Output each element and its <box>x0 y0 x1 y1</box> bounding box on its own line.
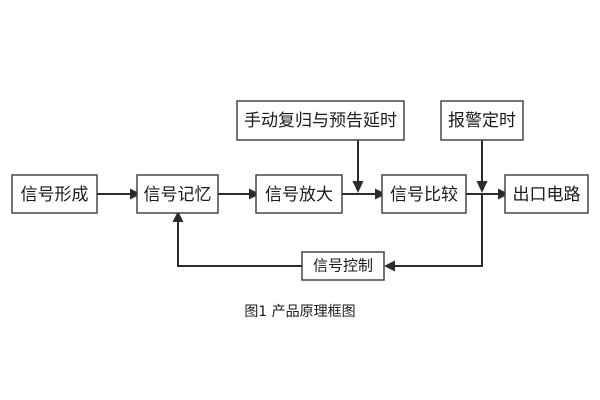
node-signal-memory[interactable]: 信号记忆 <box>136 174 219 214</box>
node-box[interactable] <box>504 174 589 214</box>
connector-alarm-timer-to-output-junction <box>476 140 488 193</box>
node-label: 出口电路 <box>513 185 581 205</box>
node-label: 信号放大 <box>265 185 333 205</box>
node-manual-reset-delay[interactable]: 手动复归与预告延时 <box>236 100 405 141</box>
arrow-head-icon <box>249 188 260 200</box>
node-label: 信号记忆 <box>144 185 212 205</box>
figure-caption: 图1 产品原理框图 <box>244 304 355 320</box>
node-box[interactable] <box>440 100 524 141</box>
node-label: 报警定时 <box>448 111 516 131</box>
connector-output-branch-to-control <box>384 194 483 272</box>
node-box[interactable] <box>381 174 467 214</box>
node-box[interactable] <box>136 174 219 214</box>
connector-memory-to-amplify <box>218 188 260 200</box>
connections-layer <box>97 140 509 272</box>
arrow-head-icon <box>476 181 488 193</box>
arrow-head-icon <box>375 188 386 200</box>
node-box[interactable] <box>11 174 98 214</box>
arrow-head-icon <box>352 181 364 193</box>
connector-amplify-to-compare <box>342 188 386 200</box>
node-label: 手动复归与预告延时 <box>244 111 397 131</box>
node-box[interactable] <box>236 100 405 141</box>
arrow-head-icon <box>172 211 184 222</box>
node-signal-compare[interactable]: 信号比较 <box>381 174 467 214</box>
connector-control-feedback-to-memory <box>172 211 302 267</box>
node-box[interactable] <box>255 174 343 214</box>
node-signal-amplify[interactable]: 信号放大 <box>255 174 343 214</box>
node-signal-forming[interactable]: 信号形成 <box>11 174 98 214</box>
node-alarm-timer[interactable]: 报警定时 <box>440 100 524 141</box>
arrow-head-icon <box>130 188 141 200</box>
node-label: 信号形成 <box>21 185 89 205</box>
node-signal-control[interactable]: 信号控制 <box>301 251 385 281</box>
node-label: 信号控制 <box>313 257 373 275</box>
arrow-head-icon <box>498 188 509 200</box>
node-box[interactable] <box>301 251 385 281</box>
node-output-circuit[interactable]: 出口电路 <box>504 174 589 214</box>
connector-forming-to-memory <box>97 188 141 200</box>
connector-manual-reset-to-compare-junction <box>352 140 364 193</box>
connector-compare-to-output <box>466 188 509 200</box>
node-label: 信号比较 <box>390 185 458 205</box>
connector-line <box>395 194 483 267</box>
connector-line <box>177 222 302 267</box>
arrow-head-icon <box>384 260 395 272</box>
